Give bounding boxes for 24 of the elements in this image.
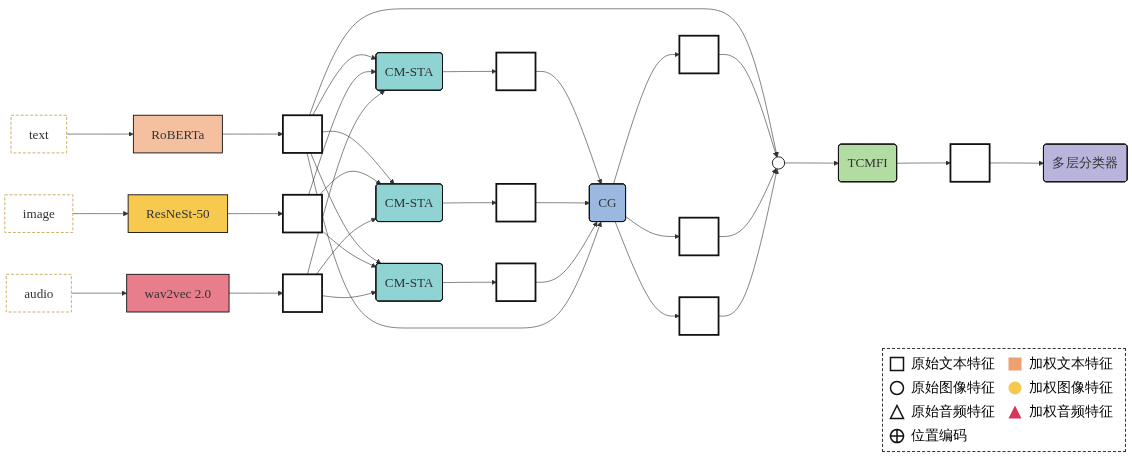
legend-label: 加权音频特征 [1029, 403, 1113, 421]
node-bar [678, 34, 720, 75]
node-box: image [4, 194, 74, 233]
node-box: ResNeSt-50 [127, 194, 229, 233]
legend-label: 加权文本特征 [1029, 355, 1113, 373]
legend-label: 加权图像特征 [1029, 379, 1113, 397]
node-bar [282, 273, 323, 313]
legend-label: 位置编码 [911, 427, 967, 445]
node-box [949, 143, 991, 183]
node-bar [495, 262, 537, 302]
node-box: RoBERTa [132, 114, 223, 154]
legend-label: 原始音频特征 [911, 403, 995, 421]
legend-label: 原始图像特征 [911, 379, 995, 397]
node-bar [282, 193, 323, 234]
node-circle [771, 156, 786, 170]
node-bar [495, 182, 537, 223]
node-bar [495, 51, 537, 92]
node-bar [678, 296, 720, 336]
node-box: text [10, 114, 68, 154]
node-bar [282, 114, 323, 154]
node-box: audio [5, 273, 72, 313]
legend-label: 原始文本特征 [911, 355, 995, 373]
node-box: wav2vec 2.0 [126, 273, 230, 313]
node-bar [678, 216, 720, 257]
